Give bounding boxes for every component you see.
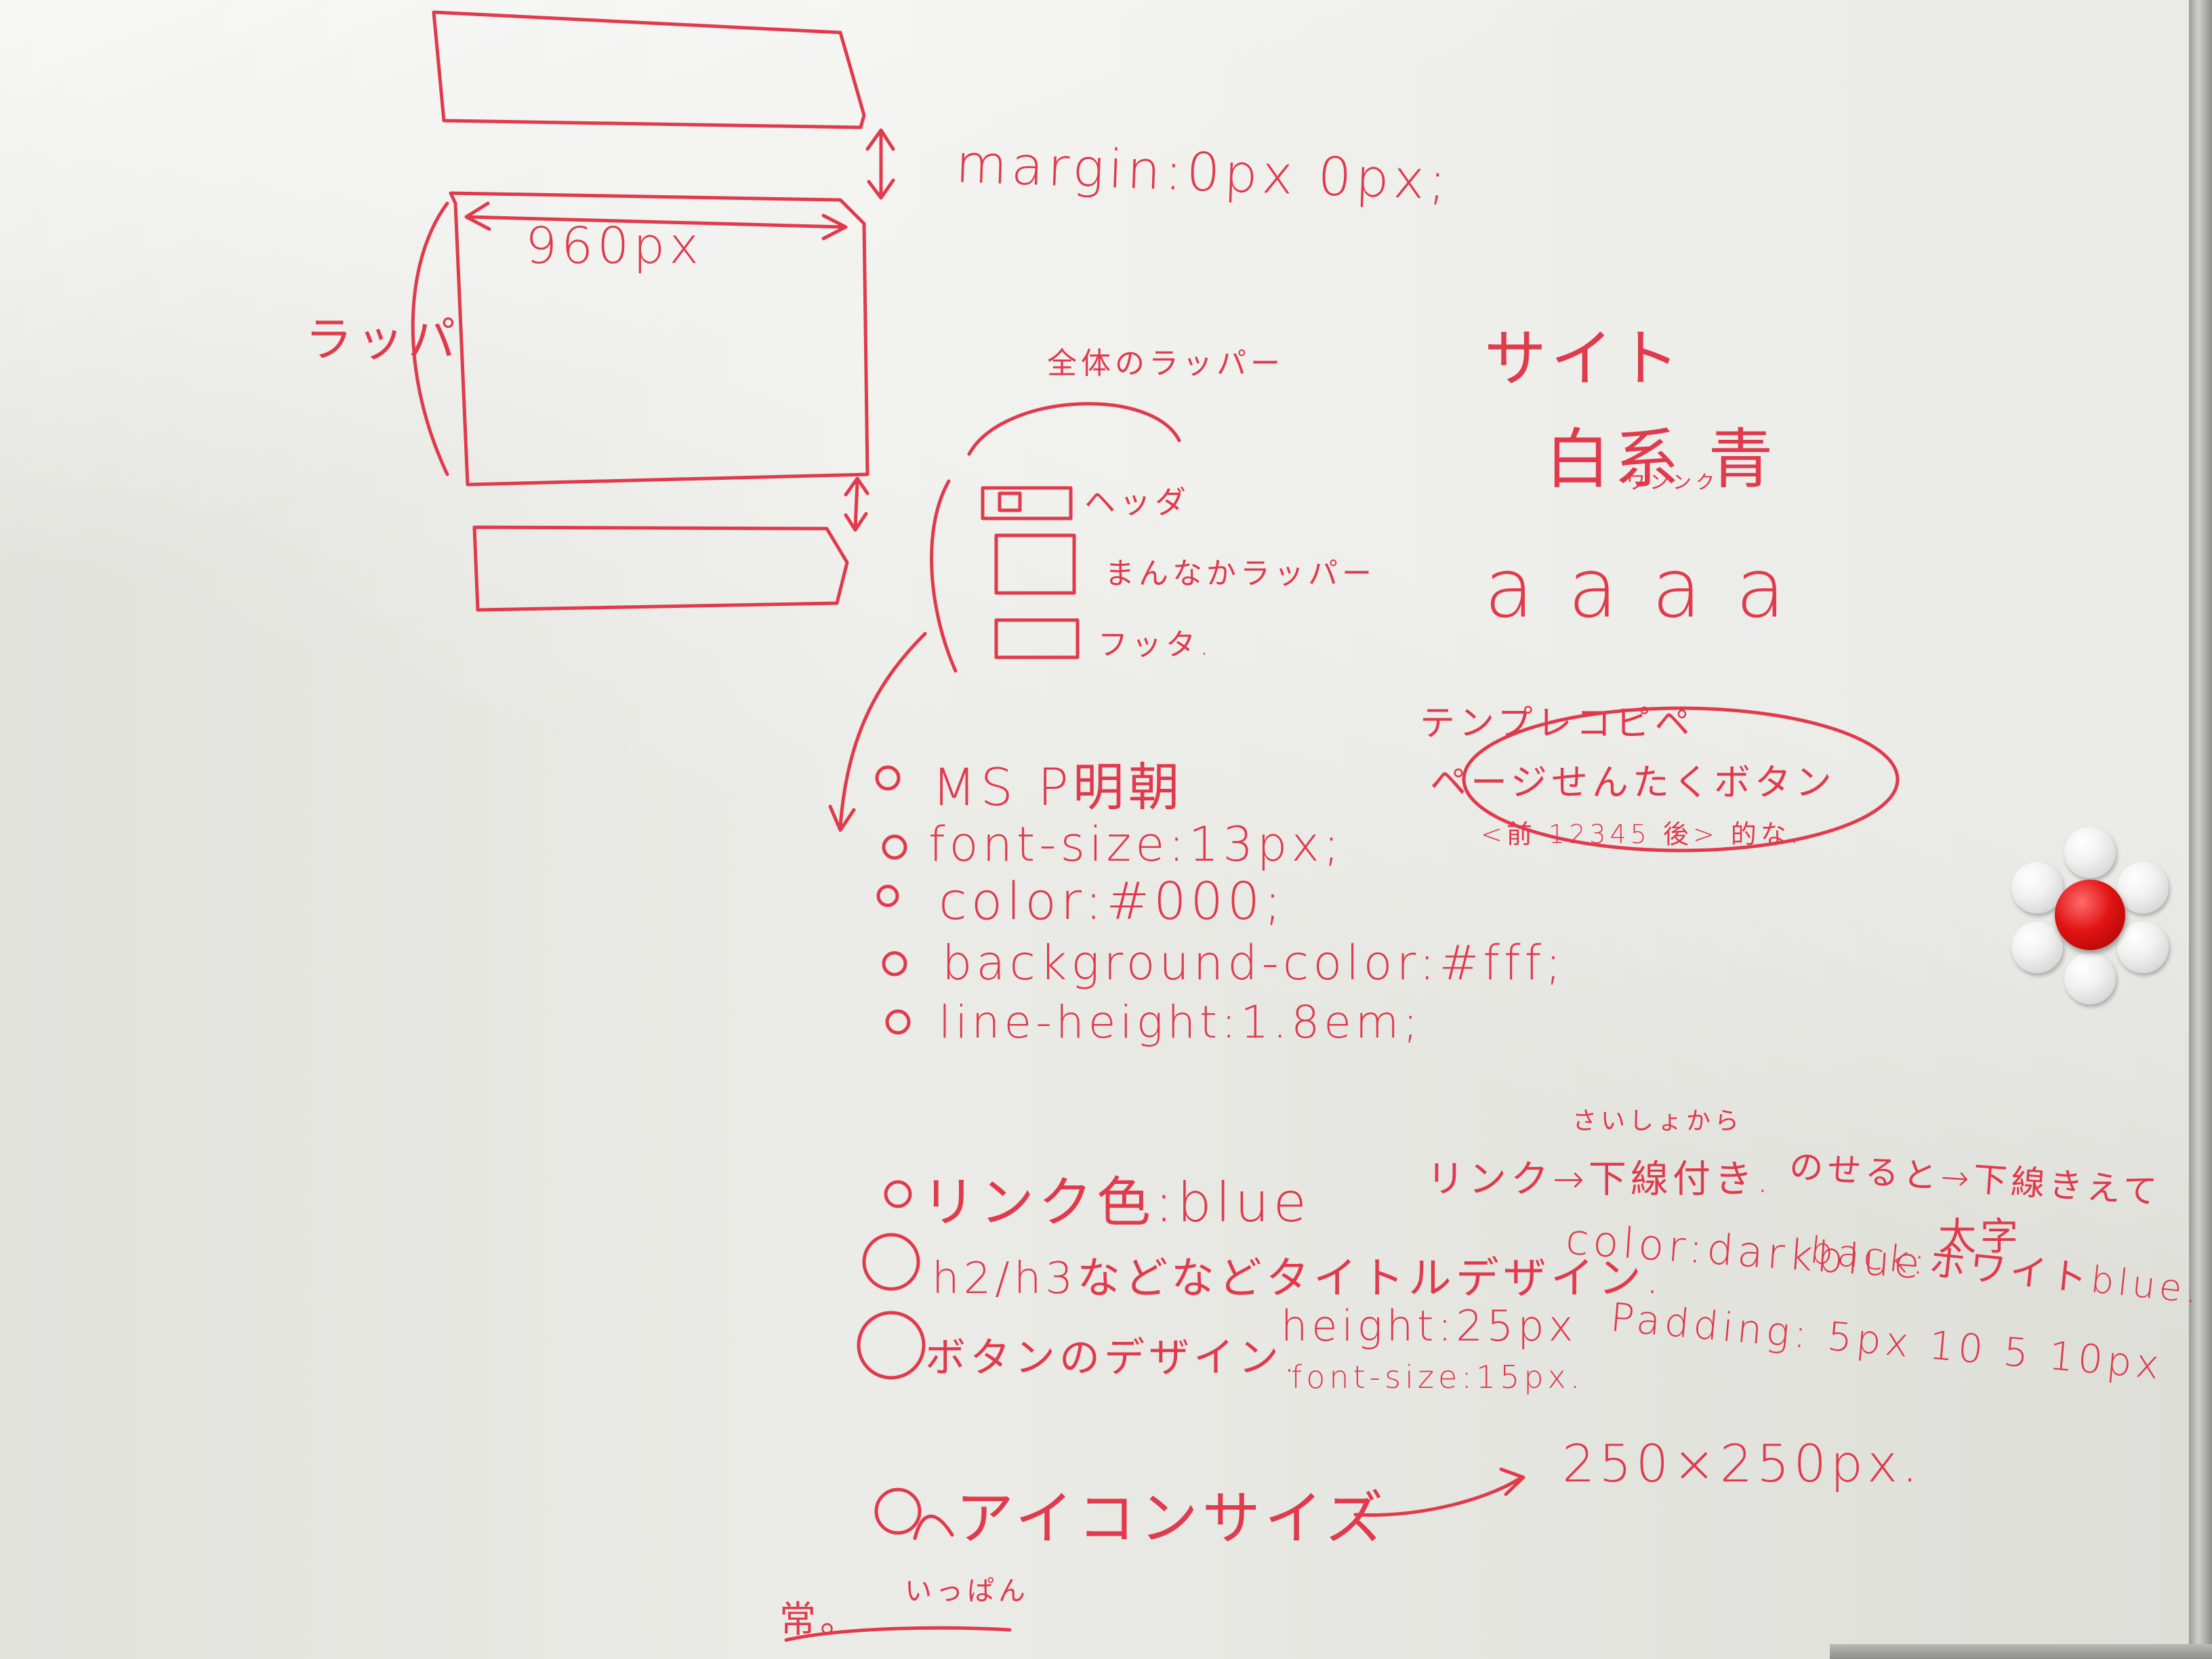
- layout-item-main: まんなかラッパー: [1105, 556, 1376, 591]
- whiteboard-frame-bottom: [1830, 1644, 2212, 1659]
- site-colors: 白系 青: [1545, 422, 1778, 497]
- footnote: 常。: [779, 1598, 861, 1641]
- bottom-box-sketch: [472, 525, 849, 612]
- bullet-circle: [876, 884, 899, 907]
- template-line1: ページせんたくボタン: [1430, 761, 1836, 804]
- layout-item-header: ヘッダ: [1084, 484, 1190, 520]
- footnote-underline: [784, 1626, 1012, 1642]
- button-font-size-note: font-size:15px.: [1291, 1359, 1584, 1395]
- site-label: サイト: [1484, 323, 1684, 395]
- bullet-circle: [884, 1180, 912, 1208]
- button-design-item: ボタンのデザイン.: [925, 1334, 1300, 1382]
- layout-main-box: [994, 533, 1076, 595]
- link-note-right2: 太字: [1938, 1215, 2022, 1259]
- layout-title: 全体のラッパー: [1047, 346, 1284, 381]
- margin-arrow-top: [865, 128, 895, 200]
- bullet-circle: [874, 1488, 922, 1535]
- bullet-circle: [882, 834, 907, 860]
- whiteboard-frame-right: [2189, 0, 2212, 1659]
- bullet-circle: [885, 1009, 911, 1035]
- width-arrow: [464, 201, 848, 241]
- magnet-center: [2055, 880, 2125, 950]
- style-background-color: background-color:#fff;: [942, 935, 1565, 991]
- icon-size-arrow: [1353, 1467, 1525, 1517]
- magnet-petal: [2064, 827, 2116, 878]
- icon-size-sub: いっぱん: [905, 1576, 1029, 1607]
- layout-header-box: [981, 486, 1073, 520]
- width-label: 960px: [525, 217, 703, 275]
- link-note-top: さいしょから: [1572, 1107, 1744, 1135]
- button-height-note: height:25px: [1281, 1301, 1578, 1351]
- layout-arc: [967, 402, 1181, 456]
- bullet-circle: [857, 1311, 926, 1380]
- icon-size-item: アイコンサイズ: [956, 1485, 1388, 1553]
- bullet-circle: [875, 765, 901, 791]
- template-note-bubble: [1462, 706, 1900, 853]
- magnet-petal: [2011, 862, 2063, 914]
- margin-arrow-bottom: [844, 476, 869, 532]
- magnet-petal: [2011, 922, 2063, 973]
- magnet-petal: [2064, 953, 2116, 1004]
- magnet-petal: [2117, 922, 2169, 973]
- layout-bracket: [930, 479, 958, 673]
- layout-header-inner: [998, 491, 1022, 512]
- bullet-circle: [862, 1233, 920, 1291]
- flower-magnet: [2006, 827, 2169, 1004]
- site-swatches: a a a a: [1484, 542, 1790, 636]
- wrapper-bracket: [411, 201, 449, 476]
- bullet-circle: [882, 951, 907, 977]
- wrapper-label: ラッパ: [305, 312, 459, 367]
- icon-caret: [913, 1514, 954, 1540]
- style-font-size: font-size:13px;: [928, 817, 1344, 872]
- headings-item: h2/h3などなどタイトルデザイン.: [932, 1254, 1664, 1304]
- magnet-petal: [2117, 862, 2169, 914]
- icon-size-value: 250×250px.: [1562, 1433, 1923, 1494]
- site-colors-small: ワンンク: [1626, 471, 1719, 493]
- top-box-sketch: [432, 10, 866, 129]
- style-line-height: line-height:1.8em;: [939, 996, 1422, 1048]
- wrapper-box-sketch: [449, 191, 869, 487]
- template-title: テンプレコピペ: [1420, 703, 1694, 744]
- template-line2: <前 12345 後> 的な.: [1481, 819, 1803, 849]
- layout-footer-box: [994, 618, 1080, 659]
- style-color: color:#000;: [939, 871, 1286, 931]
- layout-connector: [828, 632, 927, 832]
- style-font-family: MS P明朝: [932, 757, 1184, 817]
- layout-item-footer: フッタ.: [1098, 628, 1213, 662]
- link-color-item: リンク色:blue: [922, 1171, 1311, 1234]
- link-note: リンク→下線付き.: [1427, 1158, 1773, 1202]
